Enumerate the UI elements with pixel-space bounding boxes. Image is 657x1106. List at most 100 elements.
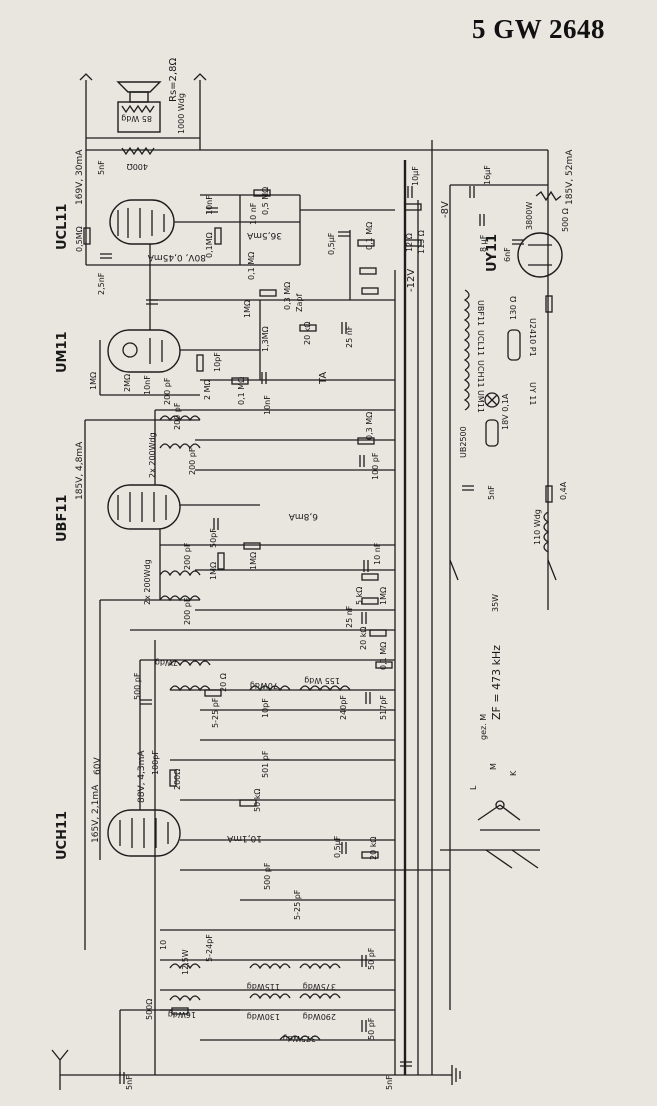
label-w10: 115Wdg bbox=[247, 982, 280, 991]
label-r5: 0,1 MΩ bbox=[247, 252, 256, 280]
label-c20: 25 nF bbox=[345, 605, 354, 628]
label-r29: 500 Ω bbox=[561, 208, 570, 232]
label-c36: 10µF bbox=[411, 166, 420, 186]
label-c15: 100 pF bbox=[371, 452, 380, 480]
tube-volt-ubf11: 185V, 4,8mA bbox=[75, 441, 85, 500]
band-labels: ZF = 473 kHz gez. M M L K bbox=[469, 645, 518, 790]
psu-switch: 35W bbox=[491, 594, 500, 612]
label-w7: 155 Wdg bbox=[304, 676, 340, 685]
label-c9: 10nF bbox=[143, 375, 152, 395]
label-w3: 2x 200Wdg bbox=[148, 432, 157, 478]
tube-label-um11: UM11 bbox=[55, 331, 70, 373]
label-r27: 113 Ω bbox=[417, 230, 426, 254]
label-c32: 50 pF bbox=[367, 947, 376, 970]
label-w11: 375Wdg bbox=[303, 982, 336, 991]
label-r9: 20 kΩ bbox=[303, 322, 312, 345]
ground-icon bbox=[440, 1065, 461, 1085]
psu-fil-ubf11: UBF11 bbox=[476, 300, 485, 326]
band-gez: gez. M bbox=[479, 714, 488, 740]
rail-10ma: 10,1mA bbox=[226, 833, 262, 843]
label-r24: 20 kΩ bbox=[369, 837, 378, 860]
label-c22: 5-25 pF bbox=[211, 697, 220, 728]
label-c17: 200 pF bbox=[183, 542, 192, 570]
tube-volt-uch11: 165V, 2,1mA bbox=[91, 784, 101, 843]
label-c37: 16µF bbox=[483, 165, 492, 185]
label-c28: 0,5µF bbox=[333, 835, 342, 858]
labels: 5nF 0,5MΩ 2,5nF 10nF 0,1MΩ 0,5 MΩ 10 nF … bbox=[75, 160, 570, 1090]
bus-rails bbox=[85, 140, 549, 1076]
psu-dial: UB2500 bbox=[459, 426, 468, 458]
label-r14: 0,3 MΩ bbox=[365, 412, 374, 440]
label-w4: 2x 200Wdg bbox=[143, 559, 152, 605]
tube-ubf11 bbox=[107, 484, 181, 530]
label-w5: 7Wdg bbox=[155, 658, 178, 667]
label-c11: 10nF bbox=[263, 395, 272, 415]
label-r17: 5 kΩ bbox=[355, 587, 364, 605]
label-c18: 200 pF bbox=[183, 597, 192, 625]
label-r10: 1MΩ bbox=[89, 372, 98, 390]
label-r23: 50 kΩ bbox=[253, 789, 262, 812]
tube-um11 bbox=[107, 329, 181, 373]
psu-c: 5nF bbox=[487, 485, 496, 500]
label-r6: 1MΩ bbox=[243, 300, 252, 318]
psu-fil-ucl11: UCL11 bbox=[476, 330, 485, 356]
label-c12: 200 pF bbox=[173, 402, 182, 430]
label-r25: 500Ω bbox=[145, 999, 154, 1020]
tube-uch11 bbox=[107, 809, 181, 857]
band-zf: ZF = 473 kHz bbox=[490, 645, 503, 720]
psu-u24: U2410 P1 bbox=[528, 318, 537, 357]
label-r12: 2 MΩ bbox=[203, 379, 212, 400]
label-r3: 0,5 MΩ bbox=[261, 187, 270, 215]
label-c39: 6nF bbox=[503, 247, 512, 262]
rail-36ma: 36,5mA bbox=[246, 230, 282, 240]
label-c3: 10nF bbox=[205, 195, 214, 215]
tube-volt-ucl11: 169V, 30mA bbox=[75, 149, 85, 205]
rail-minus8: -8V bbox=[440, 201, 451, 218]
label-r21: 20 Ω bbox=[219, 673, 228, 692]
psu-labels: UBF11 UCL11 UCH11 UM11 UB2500 18V 0,1A U… bbox=[459, 300, 568, 612]
speaker-rs: Rs=2,8Ω bbox=[168, 58, 179, 102]
label-c24: 240pF bbox=[339, 695, 348, 720]
psu-lamp: 18V 0,1A bbox=[501, 393, 510, 430]
antenna-icon bbox=[51, 1049, 100, 1090]
rail-80v: 80V, 0,45mA bbox=[147, 252, 206, 262]
label-c30: 5-25 pF bbox=[293, 889, 302, 920]
tube-uy11 bbox=[517, 232, 563, 278]
speaker-winding-2: 1000 Wdg bbox=[177, 93, 186, 134]
label-c7: 10pF bbox=[213, 352, 222, 372]
label-c29: 500 pF bbox=[263, 862, 272, 890]
label-r26: 12 Ω bbox=[405, 233, 414, 252]
label-r16: 1MΩ bbox=[249, 552, 258, 570]
label-w13: 130Wdg bbox=[247, 1012, 280, 1021]
wiring bbox=[84, 194, 450, 1075]
rail-60v: 60V bbox=[93, 757, 103, 775]
speaker bbox=[79, 73, 207, 156]
tube-label-ubf11: UBF11 bbox=[55, 495, 70, 542]
label-r2: 0,1MΩ bbox=[205, 232, 214, 258]
label-w9: 12,5W bbox=[181, 949, 190, 975]
speaker-resistor: 400Ω bbox=[127, 162, 148, 171]
label-r8: 0,3 MΩ bbox=[283, 282, 292, 310]
tube-ucl11 bbox=[109, 199, 175, 245]
label-c35: 5nF bbox=[385, 1075, 394, 1090]
label-c31: 5-24pF bbox=[205, 934, 214, 962]
label-c4: 10 nF bbox=[249, 202, 258, 225]
label-r30: 130 Ω bbox=[509, 296, 518, 320]
label-r28: 3800W bbox=[525, 202, 534, 230]
label-r7: 1,3MΩ bbox=[261, 326, 270, 352]
label-c34: 5nF bbox=[125, 1075, 134, 1090]
label-c27: 501 pF bbox=[261, 750, 270, 778]
label-r20: 0,1 MΩ bbox=[379, 642, 388, 670]
tube-label-uch11: UCH11 bbox=[55, 811, 70, 860]
label-c1: 5nF bbox=[97, 160, 106, 175]
label-c10: 200 pF bbox=[163, 377, 172, 405]
capacitor-glyphs bbox=[100, 186, 524, 1084]
label-w14: 290Wdg bbox=[303, 1012, 336, 1021]
label-ta: TA bbox=[318, 372, 329, 385]
psu-uy: UY 11 bbox=[528, 382, 537, 405]
tube-label-ucl11: UCL11 bbox=[55, 204, 70, 250]
label-r15: 1MΩ bbox=[209, 562, 218, 580]
rail-minus12: -12V bbox=[406, 269, 417, 292]
